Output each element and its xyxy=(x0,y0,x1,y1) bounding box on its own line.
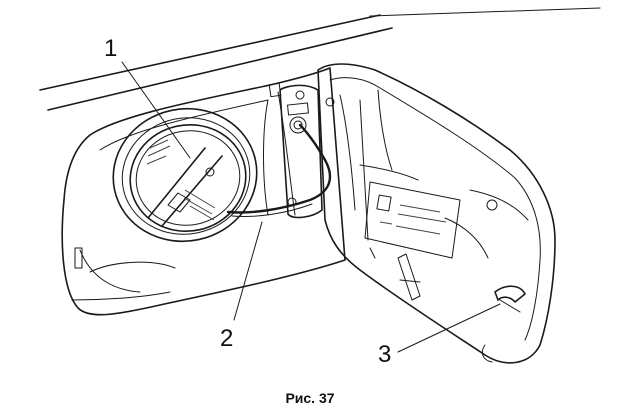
callout-leaders xyxy=(121,61,501,353)
filler-neck-opening xyxy=(112,107,258,243)
cap-tether xyxy=(226,123,332,217)
body-panel-edge xyxy=(39,7,601,111)
figure-caption: Рис. 37 xyxy=(285,390,334,406)
hinge-bracket xyxy=(279,84,323,219)
fuel-cap xyxy=(129,123,247,233)
callout-3: 3 xyxy=(378,341,391,368)
callout-2: 2 xyxy=(220,325,233,352)
callout-1: 1 xyxy=(104,35,117,62)
door-info-sticker xyxy=(364,181,461,259)
door-latch xyxy=(494,285,526,313)
filler-door xyxy=(317,63,556,364)
